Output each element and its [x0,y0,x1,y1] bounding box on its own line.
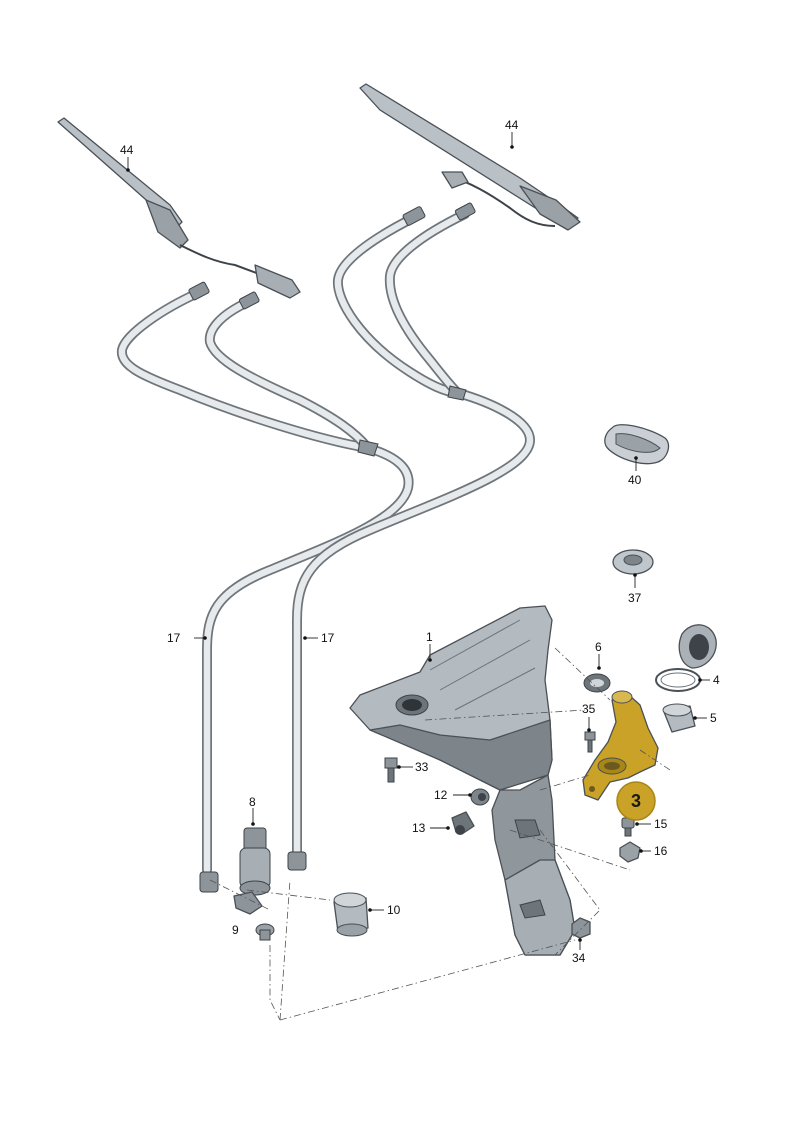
assembly-lines [209,647,671,1021]
washer-fluid-reservoir[interactable] [349,605,576,956]
label-44-right: 44 [505,118,519,132]
label-5: 5 [710,711,717,725]
label-3: 3 [631,791,641,811]
grommet-12[interactable] [470,788,490,806]
label-12: 12 [434,788,448,802]
nut-16[interactable] [619,841,641,863]
filler-cap[interactable] [655,624,717,692]
label-35: 35 [582,702,596,716]
pump-grommet-10[interactable] [333,892,369,937]
label-1: 1 [426,630,433,644]
label-10: 10 [387,903,401,917]
label-15: 15 [654,817,668,831]
leader-lines [126,132,710,950]
filler-neck-highlighted[interactable] [582,690,659,801]
label-13: 13 [412,821,426,835]
label-40: 40 [628,473,642,487]
callout-badge-3[interactable]: 3 [616,781,656,821]
bushing[interactable] [662,703,696,733]
grommet[interactable] [612,549,654,575]
label-6: 6 [595,640,602,654]
level-sensor[interactable] [451,811,475,835]
label-33: 33 [415,760,429,774]
wiper-arm-right[interactable] [359,83,581,231]
pump-grommet-9[interactable] [233,891,275,941]
wiper-arm-left[interactable] [57,117,301,299]
screw-15[interactable] [621,817,635,837]
label-8: 8 [249,795,256,809]
label-17-left: 17 [167,631,181,645]
label-4: 4 [713,673,720,687]
label-34: 34 [572,951,586,965]
bolt-33[interactable] [384,757,398,783]
washer-pump[interactable] [239,827,271,896]
part-labels: 44 44 40 37 6 4 5 35 15 16 33 12 13 1 8 … [120,118,720,965]
cover-plate[interactable] [604,424,670,465]
screw-35[interactable] [584,731,596,753]
label-44-left: 44 [120,143,134,157]
label-9: 9 [232,923,239,937]
label-16: 16 [654,844,668,858]
label-37: 37 [628,591,642,605]
seal-ring[interactable] [583,673,611,693]
washer-hose-assembly[interactable] [116,202,535,893]
label-17-right: 17 [321,631,335,645]
